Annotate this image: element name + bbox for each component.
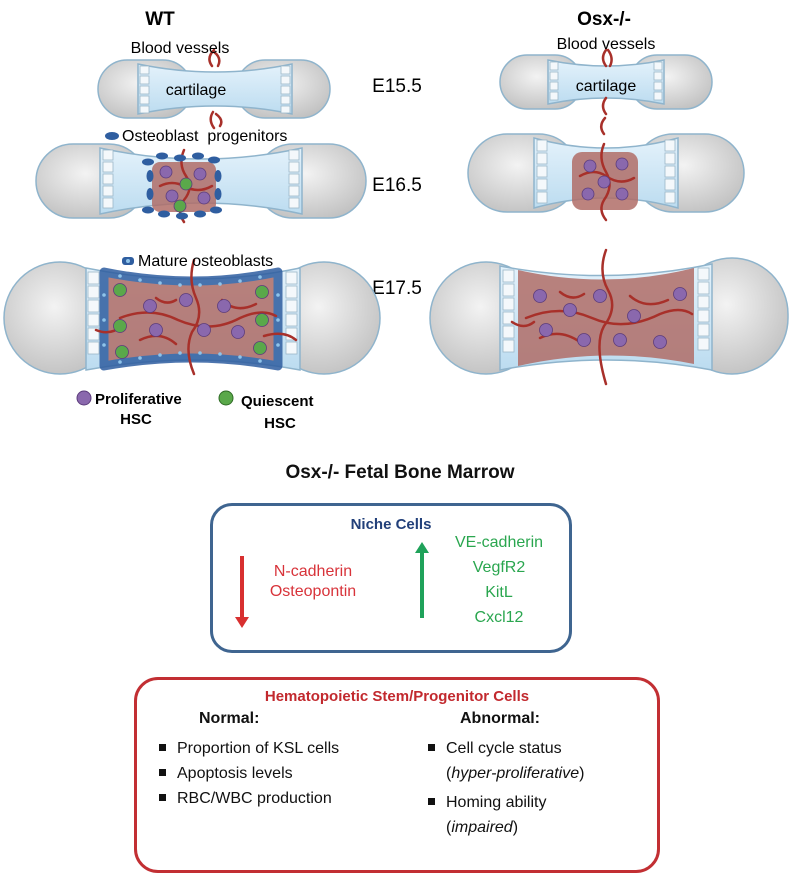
hsc-box: Hematopoietic Stem/Progenitor Cells Norm… — [134, 677, 660, 873]
list-item-note: (impaired) — [446, 819, 519, 836]
abnormal-list: Cell cycle status (hyper-proliferative) … — [428, 736, 584, 840]
legend-proliferative-label: Proliferative — [95, 391, 182, 408]
upregulated-item: VegfR2 — [472, 559, 526, 576]
normal-list: Proportion of KSL cells Apoptosis levels… — [159, 736, 339, 811]
wt-e16-bone — [35, 143, 367, 224]
osx-e16-bone — [467, 133, 745, 222]
column-title-wt: WT — [145, 9, 175, 30]
label-cartilage-osx: cartilage — [576, 78, 637, 95]
list-item: Homing ability (impaired) — [428, 790, 584, 840]
upregulated-item: KitL — [485, 584, 513, 601]
legend-quiescent-label: Quiescent — [241, 393, 314, 410]
hsc-title: Hematopoietic Stem/Progenitor Cells — [264, 688, 530, 705]
niche-cells-box: Niche Cells N-cadherin Osteopontin VE-ca… — [210, 503, 572, 653]
label-blood-vessels-osx: Blood vessels — [557, 36, 656, 53]
list-item: Apoptosis levels — [159, 761, 339, 786]
upregulated-item: VE-cadherin — [454, 534, 544, 551]
wt-e15-bone — [97, 48, 331, 130]
upregulated-list: VE-cadherin VegfR2 KitL Cxcl12 — [439, 530, 559, 630]
down-arrow-icon — [235, 556, 249, 628]
upregulated-item: Cxcl12 — [474, 609, 524, 626]
bullet-icon — [159, 744, 166, 751]
bullet-icon — [159, 769, 166, 776]
list-item: Proportion of KSL cells — [159, 736, 339, 761]
bullet-icon — [159, 794, 166, 801]
column-title-osx: Osx-/- — [577, 9, 631, 30]
legend-proliferative-hsc: HSC — [120, 411, 152, 428]
label-osteoblast-progenitors: Osteoblast progenitors — [122, 128, 287, 145]
normal-heading: Normal: — [199, 710, 260, 727]
stage-label-e15: E15.5 — [372, 76, 422, 97]
bullet-icon — [428, 798, 435, 805]
abnormal-heading: Abnormal: — [460, 710, 540, 727]
label-cartilage-wt: cartilage — [166, 82, 227, 99]
downregulated-list: N-cadherin Osteopontin — [253, 562, 373, 602]
wt-e17-bone — [3, 258, 381, 376]
legend-quiescent-swatch — [218, 390, 234, 406]
list-item-note: (hyper-proliferative) — [446, 765, 585, 782]
legend-quiescent-hsc: HSC — [264, 415, 296, 432]
label-mature-osteoblasts: Mature osteoblasts — [138, 253, 273, 270]
legend-proliferative-swatch — [76, 390, 92, 406]
stage-label-e17: E17.5 — [372, 278, 422, 299]
summary-title: Osx-/- Fetal Bone Marrow — [285, 462, 515, 483]
downregulated-item: Osteopontin — [269, 583, 357, 600]
osx-e15-bone — [499, 48, 713, 116]
up-arrow-icon — [415, 542, 429, 618]
downregulated-item: N-cadherin — [273, 563, 353, 580]
bone-development-diagram: WT Osx-/- E15.5 E16.5 E17.5 Blood vessel… — [3, 9, 789, 432]
label-blood-vessels-wt: Blood vessels — [131, 40, 230, 57]
list-item: Cell cycle status (hyper-proliferative) — [428, 736, 584, 786]
niche-cells-title: Niche Cells — [350, 516, 432, 533]
osx-e17-bone — [429, 248, 789, 386]
legend: Proliferative HSC Quiescent HSC — [76, 390, 314, 432]
stage-label-e16: E16.5 — [372, 175, 422, 196]
list-item: RBC/WBC production — [159, 786, 339, 811]
bullet-icon — [428, 744, 435, 751]
